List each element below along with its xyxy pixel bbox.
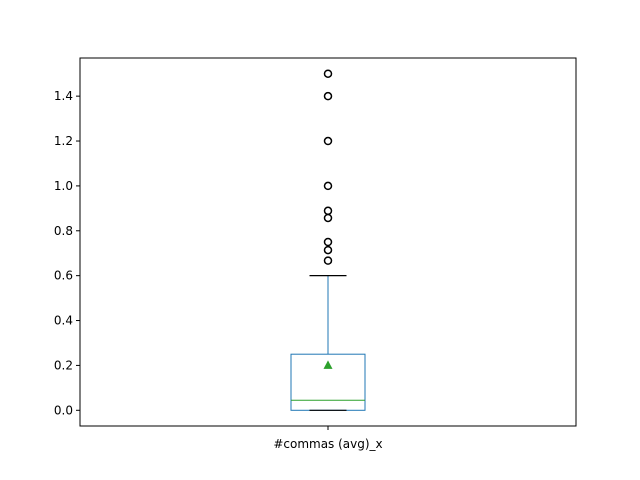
y-tick-label: 0.2 [54, 358, 73, 372]
x-tick-label: #commas (avg)_x [273, 437, 382, 451]
outlier-point [323, 206, 333, 216]
y-tick-label: 0.0 [54, 403, 73, 417]
plot-area [79, 57, 577, 427]
y-axis: 0.0 0.2 0.4 0.6 0.8 1.0 1.2 1.4 [54, 89, 80, 417]
y-tick-label: 0.6 [54, 269, 73, 283]
outlier-point [323, 136, 333, 146]
outlier-point [323, 237, 333, 247]
y-tick-label: 1.4 [54, 89, 73, 103]
outlier-point [323, 69, 333, 78]
y-tick-label: 0.4 [54, 314, 73, 328]
mean-marker [323, 360, 333, 369]
x-axis: #commas (avg)_x [273, 426, 383, 451]
y-tick-label: 1.0 [54, 179, 73, 193]
outlier-point [323, 256, 333, 265]
outlier-point [323, 91, 333, 101]
y-tick-label: 1.2 [54, 134, 73, 148]
y-tick-label: 0.8 [54, 224, 73, 238]
boxes-layer [290, 69, 366, 411]
outlier-point [323, 181, 333, 191]
outlier-point [323, 245, 333, 255]
